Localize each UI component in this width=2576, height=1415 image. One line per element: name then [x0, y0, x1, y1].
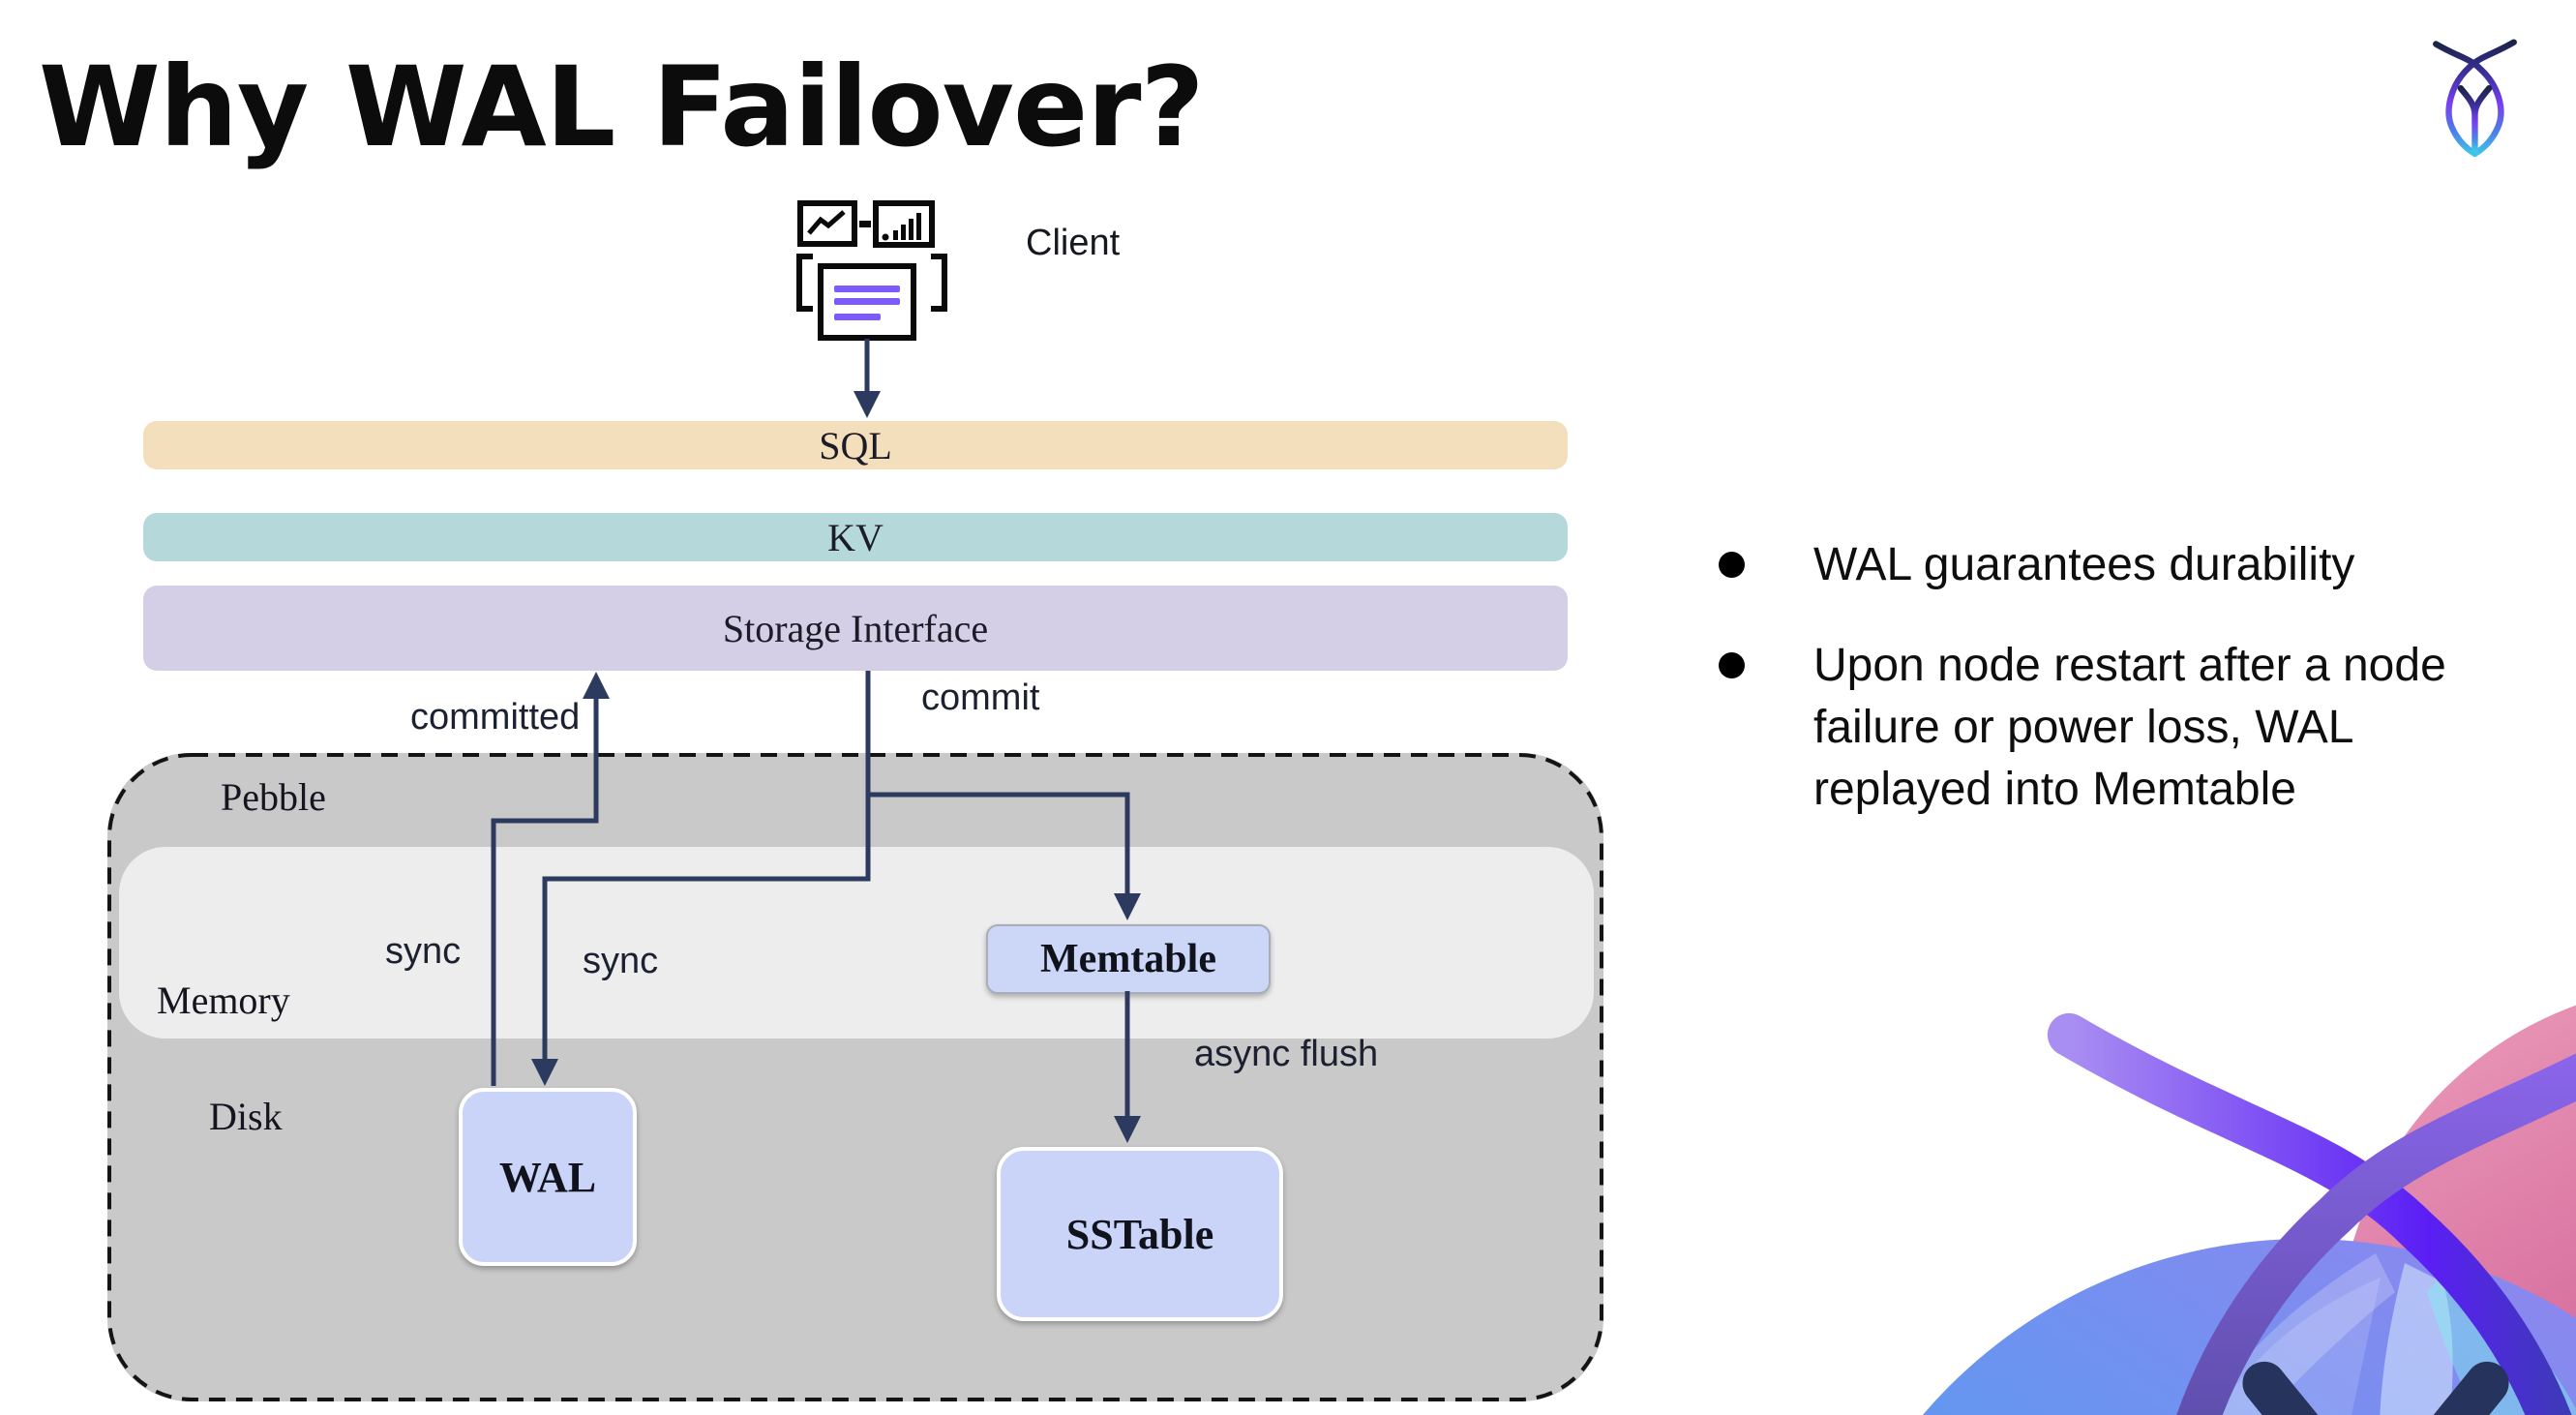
- page-title: Why WAL Failover?: [39, 43, 1205, 171]
- edge-label-sync-down: sync: [583, 941, 659, 981]
- sstable-box: SSTable: [997, 1147, 1283, 1321]
- bullet-text: WAL guarantees durability: [1813, 539, 2355, 590]
- art-cockroach-outline: [2047, 1012, 2576, 1415]
- brand-artwork: [1922, 1005, 2576, 1415]
- layer-bar-sql: SQL: [143, 421, 1568, 469]
- bullet-dot-icon: [1719, 652, 1745, 678]
- sstable-label: SSTable: [1065, 1210, 1214, 1258]
- layer-bar-storage-interface: Storage Interface: [143, 586, 1568, 671]
- document-text-lines: [834, 286, 900, 320]
- dash-connector: [859, 221, 871, 227]
- layer-label-sql: SQL: [819, 423, 892, 467]
- edge-label-async-flush: async flush: [1194, 1034, 1379, 1074]
- bullet-item: WAL guarantees durability: [1699, 534, 2473, 596]
- arrowhead-storage: [583, 672, 610, 699]
- cockroachdb-logo-icon: [2433, 39, 2517, 158]
- pebble-label: Pebble: [221, 775, 326, 819]
- disk-label: Disk: [209, 1095, 283, 1138]
- client-label: Client: [1026, 223, 1121, 263]
- memtable-label: Memtable: [1040, 937, 1216, 981]
- wal-label: WAL: [498, 1153, 597, 1201]
- bullet-dot-icon: [1719, 552, 1745, 578]
- memory-region: [119, 847, 1594, 1039]
- line-chart-icon: [797, 200, 857, 247]
- wal-box: WAL: [459, 1088, 637, 1266]
- arrowhead-sql: [854, 391, 881, 418]
- bullet-item: Upon node restart after a node failure o…: [1699, 635, 2473, 821]
- bullet-list: WAL guarantees durability Upon node rest…: [1699, 534, 2473, 859]
- bullet-text: Upon node restart after a node failure o…: [1813, 640, 2446, 815]
- bracket-icons: [796, 254, 947, 312]
- memory-label: Memory: [157, 978, 290, 1022]
- layer-label-kv: KV: [827, 515, 884, 559]
- edge-label-committed: committed: [410, 697, 581, 738]
- layer-bar-kv: KV: [143, 513, 1568, 561]
- edge-label-commit: commit: [921, 677, 1040, 718]
- bar-chart-bars: [882, 213, 921, 241]
- edge-label-sync-up: sync: [385, 931, 462, 972]
- client-icon: [796, 200, 947, 341]
- memtable-box: Memtable: [986, 924, 1271, 994]
- layer-label-storage-interface: Storage Interface: [722, 606, 989, 650]
